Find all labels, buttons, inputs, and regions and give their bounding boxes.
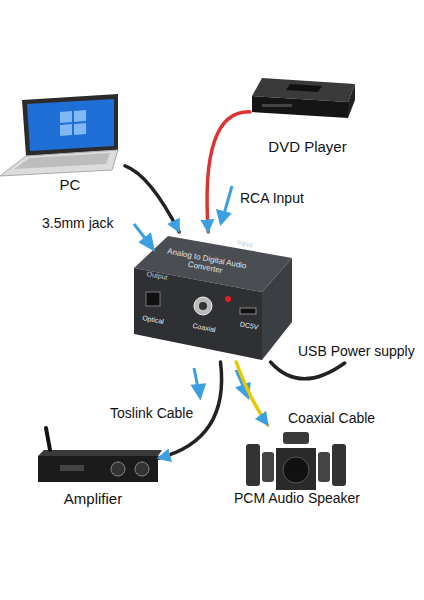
power-label-box: USB Power supply	[296, 341, 424, 363]
node-label: Analog to Digital Audio Converter	[159, 245, 253, 281]
arrow-head	[193, 385, 204, 397]
satellite-speaker	[262, 452, 274, 482]
cable-connector	[207, 112, 250, 232]
satellite-speaker	[246, 444, 260, 486]
panel-label: DC5V	[235, 320, 262, 333]
satellite-speaker	[332, 444, 346, 486]
node-label: USB Power supply	[298, 343, 424, 359]
screen-tile	[74, 110, 86, 122]
usb-port	[240, 308, 256, 314]
screen-tile	[74, 123, 86, 135]
coaxial-port	[194, 297, 212, 315]
dvd-remote	[286, 84, 322, 92]
laptop-base	[0, 150, 118, 176]
arrow-head	[141, 235, 153, 249]
amp-display	[60, 465, 84, 471]
power-led	[225, 296, 231, 302]
arrow-head	[218, 211, 229, 223]
screen-tile	[60, 111, 72, 123]
optical-port	[146, 292, 160, 306]
center-speaker	[283, 432, 309, 444]
satellite-speaker	[318, 452, 330, 482]
device-pc: PC	[0, 92, 125, 194]
laptop-screen-frame	[22, 94, 118, 156]
cable-connector	[125, 166, 179, 232]
subwoofer-cone	[283, 457, 309, 483]
device-amplifier: Amplifier	[28, 444, 158, 506]
panel-label: Optical	[136, 313, 171, 327]
converter-side	[262, 258, 292, 360]
panel-label: Input	[230, 237, 261, 251]
device-speaker: PCM Audio Speaker	[222, 425, 372, 507]
amp-knob	[111, 462, 125, 476]
converter-front	[134, 268, 262, 360]
converter-box: Analog to Digital Audio ConverterInputOu…	[130, 232, 295, 362]
dvd-side	[348, 84, 355, 118]
cable-connector	[236, 362, 268, 425]
coaxial-port-center	[199, 302, 207, 310]
laptop-keyboard	[14, 153, 110, 169]
cable-label: Toslink Cable	[110, 405, 193, 421]
panel-label: Coaxial	[187, 321, 222, 335]
device-dvd: DVD Player	[250, 70, 365, 158]
cable-connector	[271, 362, 345, 379]
cable-label: Coaxial Cable	[288, 410, 375, 426]
cable-label: 3.5mm jack	[42, 215, 114, 231]
amp-knob	[135, 462, 149, 476]
cable-label: RCA Input	[240, 190, 304, 206]
screen-tile	[60, 124, 72, 136]
amp-front	[38, 456, 158, 482]
amp-top	[38, 450, 162, 456]
laptop-screen	[27, 99, 114, 151]
dvd-tray	[262, 104, 292, 107]
node-label: PC	[40, 176, 100, 193]
node-label: Amplifier	[28, 490, 158, 507]
panel-label: Output	[140, 269, 175, 283]
subwoofer	[276, 448, 316, 490]
amp-antenna	[46, 428, 50, 450]
node-label: DVD Player	[250, 138, 365, 155]
node-label: PCM Audio Speaker	[222, 490, 372, 506]
dvd-front	[252, 96, 348, 118]
direction-arrows	[134, 186, 249, 397]
arrow-line	[224, 186, 232, 214]
